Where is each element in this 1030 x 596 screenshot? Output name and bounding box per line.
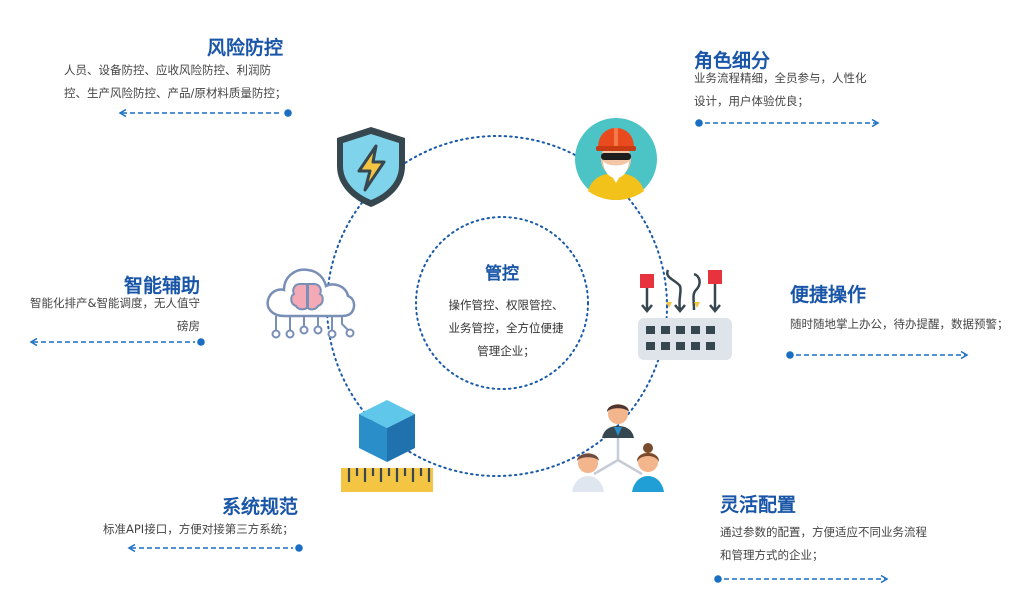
cloud-brain-icon xyxy=(266,268,356,339)
center-description: 操作管控、权限管控、 业务管控，全方位便捷 管理企业； xyxy=(431,294,581,363)
feature-title-flex: 灵活配置 xyxy=(720,494,797,516)
desc-line: 控、生产风险防控、产品/原材料质量防控； xyxy=(64,86,287,100)
desc-line: 通过参数的配置，方便适应不同业务流程 xyxy=(720,525,927,539)
arrow-line-easy xyxy=(786,350,969,360)
arrow-line-std xyxy=(127,543,303,553)
desc-line: 人员、设备防控、应收风险防控、利润防 xyxy=(64,63,271,77)
shield-lightning-icon xyxy=(337,127,405,207)
desc-line: 标准API接口，方便对接第三方系统； xyxy=(103,522,294,536)
desc-line: 磅房 xyxy=(177,319,200,333)
feature-title-role: 角色细分 xyxy=(694,50,771,72)
center-line: 管理企业； xyxy=(477,344,535,358)
desc-line: 智能化排产&智能调度，无人值守 xyxy=(30,296,200,310)
arrow-line-role xyxy=(695,118,880,128)
feature-desc-easy: 随时随地掌上办公，待办提醒，数据预警； xyxy=(790,313,1009,336)
feature-title-std: 系统规范 xyxy=(222,496,299,518)
keyboard-flow-icon xyxy=(638,269,732,360)
center-line: 操作管控、权限管控、 xyxy=(448,298,564,312)
desc-line: 业务流程精细，全员参与，人性化 xyxy=(694,71,867,85)
cube-ruler-icon xyxy=(341,400,433,492)
worker-helmet-icon xyxy=(575,118,657,200)
feature-desc-smart: 智能化排产&智能调度，无人值守 磅房 xyxy=(20,292,200,338)
feature-desc-risk: 人员、设备防控、应收风险防控、利润防 控、生产风险防控、产品/原材料质量防控； xyxy=(64,59,286,105)
desc-line: 和管理方式的企业； xyxy=(720,548,824,562)
feature-title-easy: 便捷操作 xyxy=(790,284,867,306)
desc-line: 随时随地掌上办公，待办提醒，数据预警； xyxy=(790,317,1009,331)
people-network-icon xyxy=(572,404,664,492)
arrow-line-smart xyxy=(29,337,205,347)
center-line: 业务管控，全方位便捷 xyxy=(448,321,564,335)
arrow-line-flex xyxy=(714,574,889,584)
feature-title-smart: 智能辅助 xyxy=(124,275,201,297)
feature-desc-std: 标准API接口，方便对接第三方系统； xyxy=(103,518,294,541)
arrow-line-risk xyxy=(118,108,292,118)
feature-desc-flex: 通过参数的配置，方便适应不同业务流程 和管理方式的企业； xyxy=(720,521,927,567)
desc-line: 设计，用户体验优良； xyxy=(694,94,809,108)
center-title: 管控 xyxy=(485,264,519,284)
feature-desc-role: 业务流程精细，全员参与，人性化 设计，用户体验优良； xyxy=(694,67,867,113)
feature-title-risk: 风险防控 xyxy=(207,37,284,59)
